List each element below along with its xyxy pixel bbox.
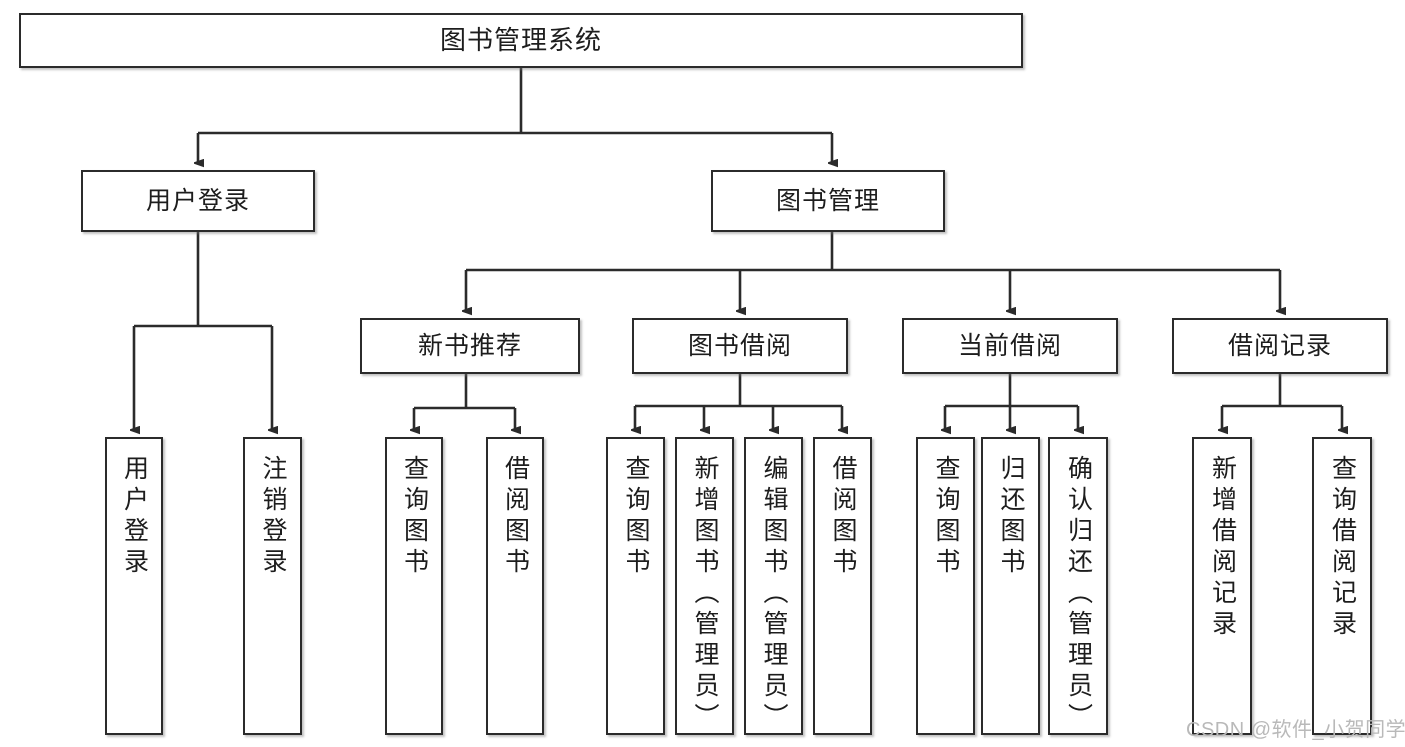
- node-label: 借阅图书: [501, 455, 530, 579]
- csdn-watermark: CSDN @软件_小贺同学: [1186, 719, 1405, 741]
- node-label: 用户登录: [145, 187, 250, 215]
- node-label: 归还图书: [997, 455, 1025, 579]
- leaf-query-book-borrow[interactable]: 查询图书: [606, 437, 665, 735]
- node-book-borrow[interactable]: 图书借阅: [632, 318, 848, 374]
- leaf-query-borrow-record[interactable]: 查询借阅记录: [1312, 437, 1372, 735]
- node-label: 查询借阅记录: [1328, 455, 1357, 641]
- node-label: 借阅图书: [829, 455, 857, 579]
- node-root-system[interactable]: 图书管理系统: [19, 13, 1023, 68]
- node-label: 新增借阅记录: [1208, 455, 1237, 641]
- node-label: 新书推荐: [417, 332, 522, 360]
- connector-group-current-borrow: [945, 374, 1078, 430]
- leaf-edit-book-admin[interactable]: 编辑图书（管理员）: [744, 437, 803, 735]
- connector-group-root: [198, 68, 832, 163]
- leaf-borrow-book[interactable]: 借阅图书: [813, 437, 872, 735]
- node-current-borrow[interactable]: 当前借阅: [902, 318, 1118, 374]
- node-label: 当前借阅: [957, 332, 1062, 360]
- node-label: 查询图书: [622, 455, 650, 579]
- connector-group-book-management: [466, 232, 1280, 311]
- leaf-logout[interactable]: 注销登录: [243, 437, 302, 735]
- leaf-query-book-current[interactable]: 查询图书: [916, 437, 975, 735]
- node-user-login[interactable]: 用户登录: [81, 170, 315, 232]
- node-new-book-recommend[interactable]: 新书推荐: [360, 318, 580, 374]
- leaf-return-book[interactable]: 归还图书: [981, 437, 1040, 735]
- node-label: 图书管理: [775, 187, 880, 215]
- node-label: 编辑图书（管理员）: [760, 455, 788, 734]
- leaf-user-login[interactable]: 用户登录: [105, 437, 163, 735]
- node-label: 图书管理系统: [439, 24, 602, 55]
- node-label: 确认归还（管理员）: [1064, 455, 1093, 734]
- node-label: 查询图书: [932, 455, 960, 579]
- node-label: 查询图书: [400, 455, 429, 579]
- leaf-borrow-book-newbook[interactable]: 借阅图书: [486, 437, 544, 735]
- connector-group-borrow-record: [1222, 374, 1342, 430]
- node-book-management[interactable]: 图书管理: [711, 170, 945, 232]
- connector-group-user-login: [134, 232, 272, 430]
- leaf-confirm-return-admin[interactable]: 确认归还（管理员）: [1048, 437, 1108, 735]
- node-label: 借阅记录: [1227, 332, 1332, 360]
- node-borrow-record[interactable]: 借阅记录: [1172, 318, 1388, 374]
- node-label: 新增图书（管理员）: [691, 455, 719, 734]
- node-label: 图书借阅: [687, 332, 792, 360]
- connector-group-new-book: [414, 374, 515, 430]
- leaf-add-borrow-record[interactable]: 新增借阅记录: [1192, 437, 1252, 735]
- node-label: 注销登录: [259, 455, 287, 579]
- leaf-add-book-admin[interactable]: 新增图书（管理员）: [675, 437, 734, 735]
- node-label: 用户登录: [120, 455, 149, 579]
- leaf-query-book-newbook[interactable]: 查询图书: [385, 437, 443, 735]
- connector-group-borrow-book: [635, 374, 842, 430]
